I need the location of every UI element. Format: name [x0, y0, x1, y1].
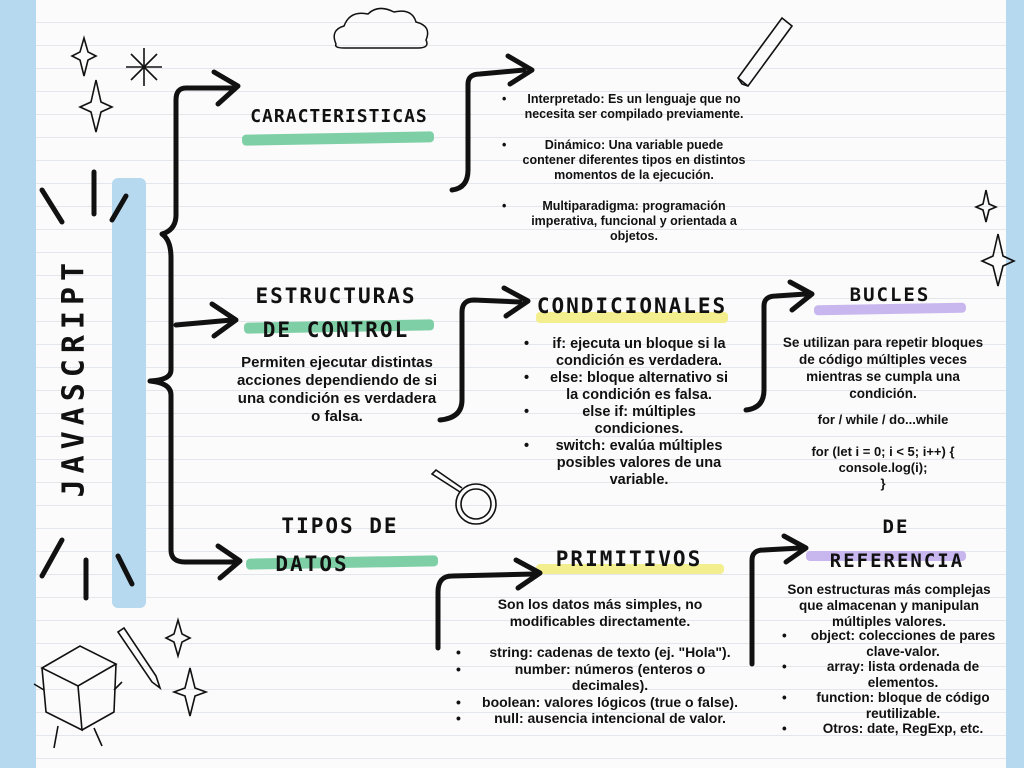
estructuras-description: Permiten ejecutar distintas acciones dep… [236, 354, 438, 425]
primitivos-title: PRIMITIVOS [555, 547, 703, 571]
condicionales-list: if: ejecuta un bloque si la condición es… [520, 336, 734, 489]
bucles-code-line1: for (let i = 0; i < 5; i++) { [811, 444, 955, 459]
estructuras-title-line2: DE CONTROL [262, 318, 410, 342]
left-blue-margin [0, 0, 40, 768]
title-blue-bar [112, 178, 146, 608]
list-item: Dinámico: Una variable puede contener di… [498, 138, 746, 183]
referencia-title-line1: DE [882, 516, 910, 538]
condicionales-title: CONDICIONALES [536, 294, 728, 318]
list-item: number: números (enteros o decimales). [452, 661, 744, 694]
referencia-list: object: colecciones de pares clave-valor… [778, 628, 1004, 737]
caracteristicas-title: CARACTERISTICAS [250, 106, 428, 127]
list-item: string: cadenas de texto (ej. "Hola"). [452, 644, 744, 661]
list-item: boolean: valores lógicos (true o false). [452, 694, 744, 711]
list-item: function: bloque de código reutilizable. [778, 690, 1004, 721]
bucles-code-line2: console.log(i); [838, 460, 928, 475]
bucles-code-line3: } [880, 476, 886, 491]
list-item: else if: múltiples condiciones. [520, 404, 734, 438]
list-item: Interpretado: Es un lenguaje que no nece… [498, 92, 746, 122]
right-blue-margin [1006, 0, 1024, 768]
referencia-title-line2: REFERENCIA [829, 550, 965, 572]
primitivos-highlight [536, 564, 724, 574]
referencia-highlight [806, 551, 966, 561]
bucles-title: BUCLES [849, 284, 931, 306]
primitivos-description: Son los datos más simples, no modificabl… [497, 596, 703, 629]
main-title: JAVASCRIPT [56, 256, 92, 498]
list-item: if: ejecuta un bloque si la condición es… [520, 336, 734, 370]
list-item: object: colecciones de pares clave-valor… [778, 628, 1004, 659]
list-item: array: lista ordenada de elementos. [778, 659, 1004, 690]
caracteristicas-list: Interpretado: Es un lenguaje que no nece… [498, 92, 746, 244]
list-item: Otros: date, RegExp, etc. [778, 721, 1004, 737]
primitivos-list: string: cadenas de texto (ej. "Hola"). n… [452, 644, 744, 727]
estructuras-title-line1: ESTRUCTURAS [255, 284, 417, 308]
bucles-description: Se utilizan para repetir bloques de códi… [782, 335, 984, 401]
tipos-title-line2: DATOS [275, 552, 349, 576]
bucles-types: for / while / do...while [817, 412, 949, 427]
list-item: Multiparadigma: programación imperativa,… [498, 199, 746, 244]
list-item: else: bloque alternativo si la condición… [520, 370, 734, 404]
list-item: null: ausencia intencional de valor. [452, 710, 744, 727]
condicionales-highlight [536, 312, 728, 323]
referencia-description: Son estructuras más complejas que almace… [787, 582, 991, 629]
tipos-title-line1: TIPOS DE [281, 514, 399, 538]
list-item: switch: evalúa múltiples posibles valore… [520, 438, 734, 489]
